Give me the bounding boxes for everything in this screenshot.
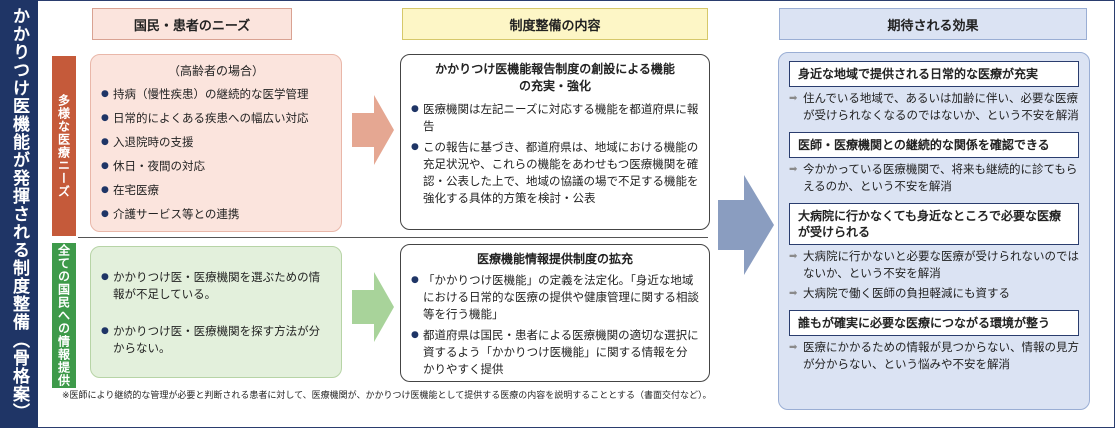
section-divider bbox=[78, 237, 708, 238]
needs-information-box: かかりつけ医・医療機関を選ぶための情報が不足している。 かかりつけ医・医療機関を… bbox=[90, 246, 342, 378]
list-item: 「かかりつけ医機能」の定義を法定化。「身近な地域における日常的な医療の提供や健康… bbox=[411, 272, 699, 323]
reporting-system-box: かかりつけ医機能報告制度の創設による機能の充実・強化 医療機関は左記ニーズに対応… bbox=[400, 54, 710, 230]
effect-text: 住んでいる地域で、あるいは加齢に伴い、必要な医療が受けられなくなるのではないか、… bbox=[789, 90, 1079, 124]
main-title: かかりつけ医機能が発揮される制度整備（骨格案） bbox=[0, 0, 38, 428]
header-system: 制度整備の内容 bbox=[402, 8, 708, 40]
effect-text: 大病院に行かないと必要な医療が受けられないのではないか、という不安を解消 bbox=[789, 248, 1079, 282]
list-item: かかりつけ医・医療機関を選ぶための情報が不足している。 bbox=[101, 269, 331, 303]
information-system-box: 医療機能情報提供制度の拡充 「かかりつけ医機能」の定義を法定化。「身近な地域にお… bbox=[400, 244, 710, 382]
arrow-right-icon bbox=[352, 272, 394, 342]
header-needs: 国民・患者のニーズ bbox=[92, 8, 292, 40]
effect-title: 誰もが確実に必要な医療につながる環境が整う bbox=[789, 310, 1079, 336]
footnote: ※医師により継続的な管理が必要と判断される患者に対して、医療機関が、かかりつけ医… bbox=[62, 391, 712, 401]
effect-title: 医師・医療機関との継続的な関係を確認できる bbox=[789, 132, 1079, 158]
list-item: 医療機関は左記ニーズに対応する機能を都道府県に報告 bbox=[411, 101, 699, 135]
arrow-right-icon bbox=[718, 175, 774, 275]
needs-elderly-heading: （高齢者の場合） bbox=[167, 64, 264, 78]
information-system-heading: 医療機能情報提供制度の拡充 bbox=[476, 252, 633, 266]
list-item: 都道府県は国民・患者による医療機関の適切な選択に資するよう「かかりつけ医機能」に… bbox=[411, 327, 699, 378]
effect-title: 身近な地域で提供される日常的な医療が充実 bbox=[789, 61, 1079, 87]
effects-panel: 身近な地域で提供される日常的な医療が充実 住んでいる地域で、あるいは加齢に伴い、… bbox=[778, 52, 1090, 410]
list-item: 入退院時の支援 bbox=[101, 134, 331, 151]
list-item: 日常的によくある疾患への幅広い対応 bbox=[101, 110, 331, 127]
needs-elderly-box: （高齢者の場合） 持病（慢性疾患）の継続的な医学管理 日常的によくある疾患への幅… bbox=[90, 54, 342, 232]
header-effects: 期待される効果 bbox=[779, 8, 1087, 40]
arrow-right-icon bbox=[352, 95, 394, 165]
effect-text: 大病院で働く医師の負担軽減にも資する bbox=[789, 285, 1079, 302]
list-item: 休日・夜間の対応 bbox=[101, 158, 331, 175]
list-item: この報告に基づき、都道府県は、地域における機能の充足状況や、これらの機能をあわせ… bbox=[411, 139, 699, 207]
reporting-system-heading: かかりつけ医機能報告制度の創設による機能の充実・強化 bbox=[435, 62, 675, 93]
effect-text: 今かかっている医療機関で、将来も継続的に診てもらえるのか、という不安を解消 bbox=[789, 161, 1079, 195]
list-item: 持病（慢性疾患）の継続的な医学管理 bbox=[101, 86, 331, 103]
list-item: 在宅医療 bbox=[101, 182, 331, 199]
list-item: かかりつけ医・医療機関を探す方法が分からない。 bbox=[101, 323, 331, 357]
effect-title: 大病院に行かなくても身近なところで必要な医療が受けられる bbox=[789, 203, 1079, 245]
list-item: 介護サービス等との連携 bbox=[101, 206, 331, 223]
effect-text: 医療にかかるための情報が見つからない、情報の見方が分からない、という悩みや不安を… bbox=[789, 339, 1079, 373]
side-label-diverse-needs: 多様な医療ニーズ bbox=[52, 56, 76, 236]
side-label-information: 全ての国民への情報提供 bbox=[52, 243, 76, 388]
